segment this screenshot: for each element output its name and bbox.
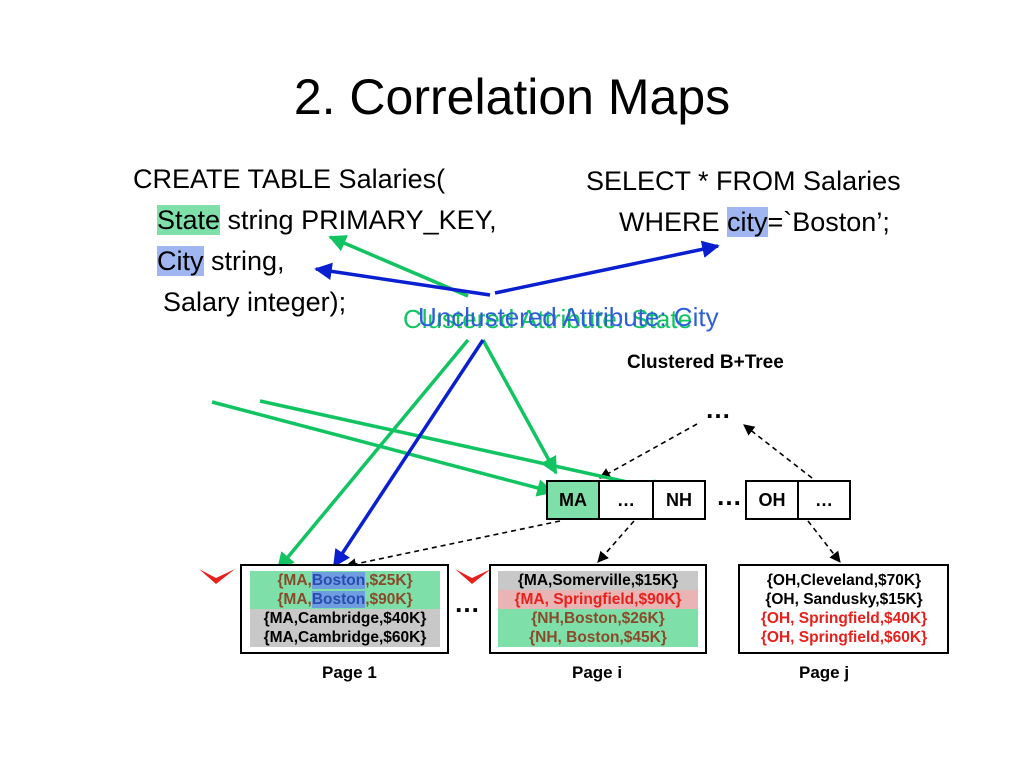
pagej-label: Page j — [799, 663, 850, 682]
page1-row-2: {MA,Boston,$90K} — [250, 590, 440, 609]
btree-cell-ma: MA — [546, 480, 600, 520]
state-column-highlight: State — [157, 205, 221, 235]
create-table-line3: City string, — [157, 241, 285, 282]
green-arrow-left-short — [259, 399, 670, 497]
create-table-line2: State string PRIMARY_KEY, — [157, 200, 497, 241]
pagej-row-1: {OH,Cleveland,$70K} — [766, 572, 922, 589]
row-state: MA — [283, 591, 308, 608]
city-column-highlight: City — [157, 246, 204, 276]
page-1: {MA,Boston,$25K} {MA,Boston,$90K} {MA,Ca… — [240, 564, 449, 654]
row-state: MA — [283, 572, 308, 589]
blue-arrow-to-where-city — [494, 240, 720, 295]
btree-cell-nh: NH — [652, 480, 706, 520]
green-arrow-to-ma-node — [481, 339, 558, 475]
page-i: {MA,Somerville,$15K} {MA, Springfield,$9… — [489, 564, 707, 654]
red-marker-page1 — [199, 569, 235, 584]
btree-root-ellipsis: … — [705, 394, 731, 424]
pagei-label: Page i — [572, 663, 623, 682]
tree-edge-root-inner — [599, 423, 698, 479]
page1-row-3: {MA,Cambridge,$40K} — [250, 609, 440, 628]
page1-label: Page 1 — [322, 663, 377, 682]
where-city-highlight: city — [727, 207, 768, 237]
btree-cell-oh-label: OH — [758, 489, 786, 510]
tree-edge-root-right — [743, 424, 813, 479]
row-salary: $25K — [369, 572, 407, 589]
btree-cell-right-ellipsis: … — [797, 480, 851, 520]
select-line2: WHERE city=`Boston’; — [619, 202, 890, 243]
btree-cell-ellipsis-label: … — [617, 489, 635, 510]
pagei-row-4: {NH, Boston,$45K} — [498, 628, 698, 647]
blue-arrow-to-page1-boston — [332, 339, 485, 568]
where-suffix: =`Boston’; — [767, 207, 890, 237]
blue-arrow-to-city — [314, 262, 491, 297]
btree-cell-ellipsis: … — [598, 480, 654, 520]
btree-gap-ellipsis: … — [716, 481, 742, 511]
city-column-type: string, — [203, 246, 285, 276]
tree-edge-ma-page1 — [344, 520, 561, 570]
page-j: {OH,Cleveland,$70K} {OH, Sandusky,$15K} … — [738, 564, 949, 654]
page-title: 2. Correlation Maps — [293, 69, 731, 125]
page1-row-4: {MA,Cambridge,$60K} — [250, 628, 440, 647]
state-column-type: string PRIMARY_KEY, — [220, 205, 497, 235]
unclustered-attribute-label: Unclustered Attribute: City — [418, 302, 719, 332]
create-table-line1: CREATE TABLE Salaries( — [133, 164, 446, 194]
row-city-highlight: Boston — [311, 572, 366, 589]
btree-cell-ma-label: MA — [559, 489, 587, 510]
pagei-row-1: {MA,Somerville,$15K} — [498, 571, 698, 590]
pagej-row-3: {OH, Springfield,$40K} — [760, 610, 928, 627]
where-prefix: WHERE — [619, 207, 727, 237]
btree-cell-right-ellipsis-label: … — [815, 489, 833, 510]
pagei-row-3: {NH,Boston,$26K} — [498, 609, 698, 628]
tree-edge-nh-pagei — [597, 520, 635, 563]
tree-edge-oh-pagej — [807, 520, 841, 563]
green-arrow-to-state — [328, 235, 469, 298]
btree-cell-oh: OH — [745, 480, 799, 520]
green-arrow-to-page1 — [276, 338, 470, 571]
btree-label: Clustered B+Tree — [627, 352, 784, 373]
page1-row-1: {MA,Boston,$25K} — [250, 571, 440, 590]
green-arrow-left-long — [211, 400, 555, 497]
row-salary: $90K — [369, 591, 407, 608]
select-line1: SELECT * FROM Salaries — [586, 166, 901, 196]
pagei-row-2: {MA, Springfield,$90K} — [498, 590, 698, 609]
pagej-row-4: {OH, Springfield,$60K} — [760, 629, 928, 646]
row-city-highlight: Boston — [311, 591, 366, 608]
btree-cell-nh-label: NH — [666, 489, 692, 510]
create-table-line4: Salary integer); — [163, 287, 347, 317]
clustered-attribute-label: Clustered Attribute: State — [403, 304, 693, 334]
pagej-row-2: {OH, Sandusky,$15K} — [765, 591, 923, 608]
page-gap-ellipsis: … — [454, 588, 480, 618]
red-marker-pagei — [455, 569, 491, 584]
